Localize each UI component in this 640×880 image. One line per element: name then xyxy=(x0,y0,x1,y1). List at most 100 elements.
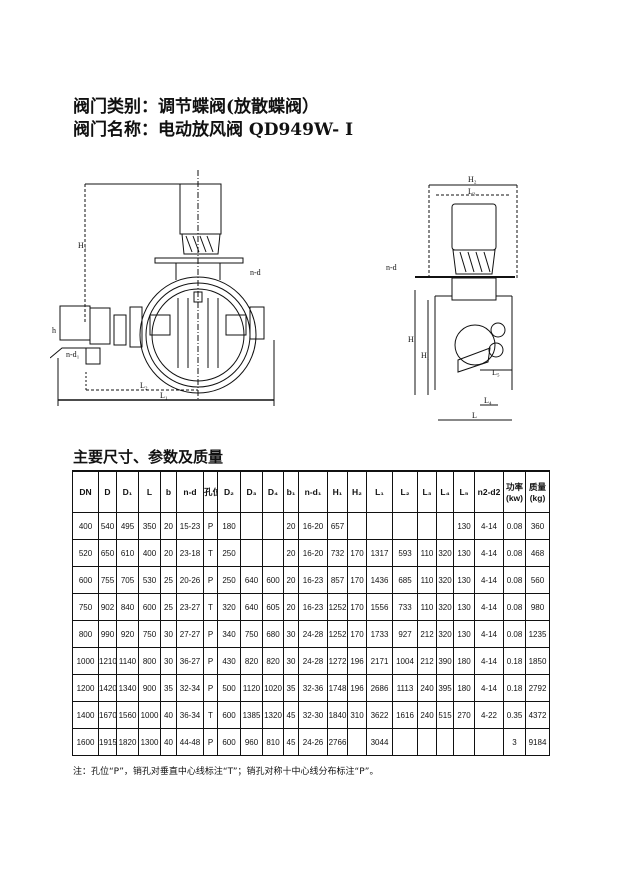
table-cell: 23-27 xyxy=(176,593,204,621)
column-header: 质量(kg) xyxy=(525,470,550,513)
column-header: L₃ xyxy=(417,470,437,513)
table-header: DNDD₁Lbn-d孔位D₂D₃D₄b₁n-d₁H₁H₂L₁L₂L₃L₄L₅n2… xyxy=(72,470,550,513)
column-header: L₁ xyxy=(366,470,393,513)
table-cell: 1320 xyxy=(262,701,284,729)
table-cell: 250 xyxy=(217,566,241,594)
table-cell: 45 xyxy=(283,701,299,729)
table-cell: 1670 xyxy=(98,701,117,729)
table-cell xyxy=(366,512,393,540)
table-cell: 395 xyxy=(436,674,454,702)
label-l5: L₅ xyxy=(492,368,500,377)
table-cell: 1020 xyxy=(262,674,284,702)
table-cell: 1850 xyxy=(525,647,550,675)
table-cell: 3622 xyxy=(366,701,393,729)
table-cell xyxy=(474,728,504,756)
table-cell: 500 xyxy=(217,674,241,702)
table-cell: 640 xyxy=(240,593,263,621)
table-cell: 4-14 xyxy=(474,674,504,702)
table-cell: 1400 xyxy=(72,701,99,729)
table-cell: 1556 xyxy=(366,593,393,621)
table-cell: 600 xyxy=(72,566,99,594)
table-cell: P xyxy=(203,566,218,594)
label-l2: L₂ xyxy=(140,381,148,390)
table-cell: 25 xyxy=(160,566,177,594)
label-h2: H₂ xyxy=(468,175,477,184)
table-cell: 990 xyxy=(98,620,117,648)
table-cell: 400 xyxy=(138,539,161,567)
valve-category: 阀门类别：调节蝶阀(放散蝶阀） xyxy=(73,97,320,117)
table-cell: 4-14 xyxy=(474,593,504,621)
table-cell: 750 xyxy=(138,620,161,648)
table-cell: 4-14 xyxy=(474,566,504,594)
table-cell xyxy=(417,512,437,540)
table-cell: 15-23 xyxy=(176,512,204,540)
column-header: 孔位 xyxy=(203,470,218,513)
table-cell: 24-26 xyxy=(298,728,328,756)
table-cell: 468 xyxy=(525,539,550,567)
table-cell: T xyxy=(203,701,218,729)
table-cell: T xyxy=(203,593,218,621)
table-cell: 927 xyxy=(392,620,418,648)
table-cell: 430 xyxy=(217,647,241,675)
table-cell: 1252 xyxy=(327,593,348,621)
label-nd: n-d xyxy=(386,263,397,272)
table-cell: 1113 xyxy=(392,674,418,702)
table-cell: 390 xyxy=(436,647,454,675)
table-cell: 705 xyxy=(116,566,139,594)
table-cell: 1000 xyxy=(138,701,161,729)
table-cell: 240 xyxy=(417,701,437,729)
table-cell: 0.08 xyxy=(503,620,526,648)
table-cell: 36-34 xyxy=(176,701,204,729)
table-cell: 320 xyxy=(436,620,454,648)
table-cell: 0.18 xyxy=(503,647,526,675)
table-cell xyxy=(436,512,454,540)
table-cell: 0.08 xyxy=(503,512,526,540)
column-header: D₁ xyxy=(116,470,139,513)
table-cell: 32-34 xyxy=(176,674,204,702)
table-cell: 1616 xyxy=(392,701,418,729)
table-cell: 840 xyxy=(116,593,139,621)
table-cell: 4-14 xyxy=(474,512,504,540)
table-cell: 680 xyxy=(262,620,284,648)
table-cell: 1200 xyxy=(72,674,99,702)
table-cell: 16-20 xyxy=(298,539,328,567)
table-cell: 980 xyxy=(525,593,550,621)
table-cell: 20 xyxy=(283,593,299,621)
table-cell: 610 xyxy=(116,539,139,567)
table-cell: 16-20 xyxy=(298,512,328,540)
table-cell: 4372 xyxy=(525,701,550,729)
table-cell: 1733 xyxy=(366,620,393,648)
table-cell: 3 xyxy=(503,728,526,756)
table-cell: 16-23 xyxy=(298,566,328,594)
table-cell: 170 xyxy=(347,566,367,594)
table-cell: 1915 xyxy=(98,728,117,756)
table-cell: 27-27 xyxy=(176,620,204,648)
table-cell: 4-14 xyxy=(474,620,504,648)
table-cell: 902 xyxy=(98,593,117,621)
table-cell: 320 xyxy=(217,593,241,621)
table-cell: 600 xyxy=(262,566,284,594)
column-header: DN xyxy=(72,470,99,513)
table-cell: 920 xyxy=(116,620,139,648)
table-cell: 44-48 xyxy=(176,728,204,756)
table-cell: 310 xyxy=(347,701,367,729)
table-cell: 40 xyxy=(160,701,177,729)
table-cell: 1235 xyxy=(525,620,550,648)
table-cell: 1840 xyxy=(327,701,348,729)
table-cell: 32-36 xyxy=(298,674,328,702)
column-header: L₄ xyxy=(436,470,454,513)
column-header: H₂ xyxy=(347,470,367,513)
side-view-drawing: H₂ L₃ H H₁ L₅ L₄ L n-d xyxy=(386,175,518,421)
dimensions-table: DNDD₁Lbn-d孔位D₂D₃D₄b₁n-d₁H₁H₂L₁L₂L₃L₄L₅n2… xyxy=(72,470,550,756)
table-cell: 45 xyxy=(283,728,299,756)
label-h1: H₁ xyxy=(78,241,87,250)
table-cell: 30 xyxy=(160,647,177,675)
table-cell: 4-22 xyxy=(474,701,504,729)
table-cell: 732 xyxy=(327,539,348,567)
table-cell: 130 xyxy=(453,512,475,540)
column-header: n2-d2 xyxy=(474,470,504,513)
table-cell xyxy=(240,512,263,540)
